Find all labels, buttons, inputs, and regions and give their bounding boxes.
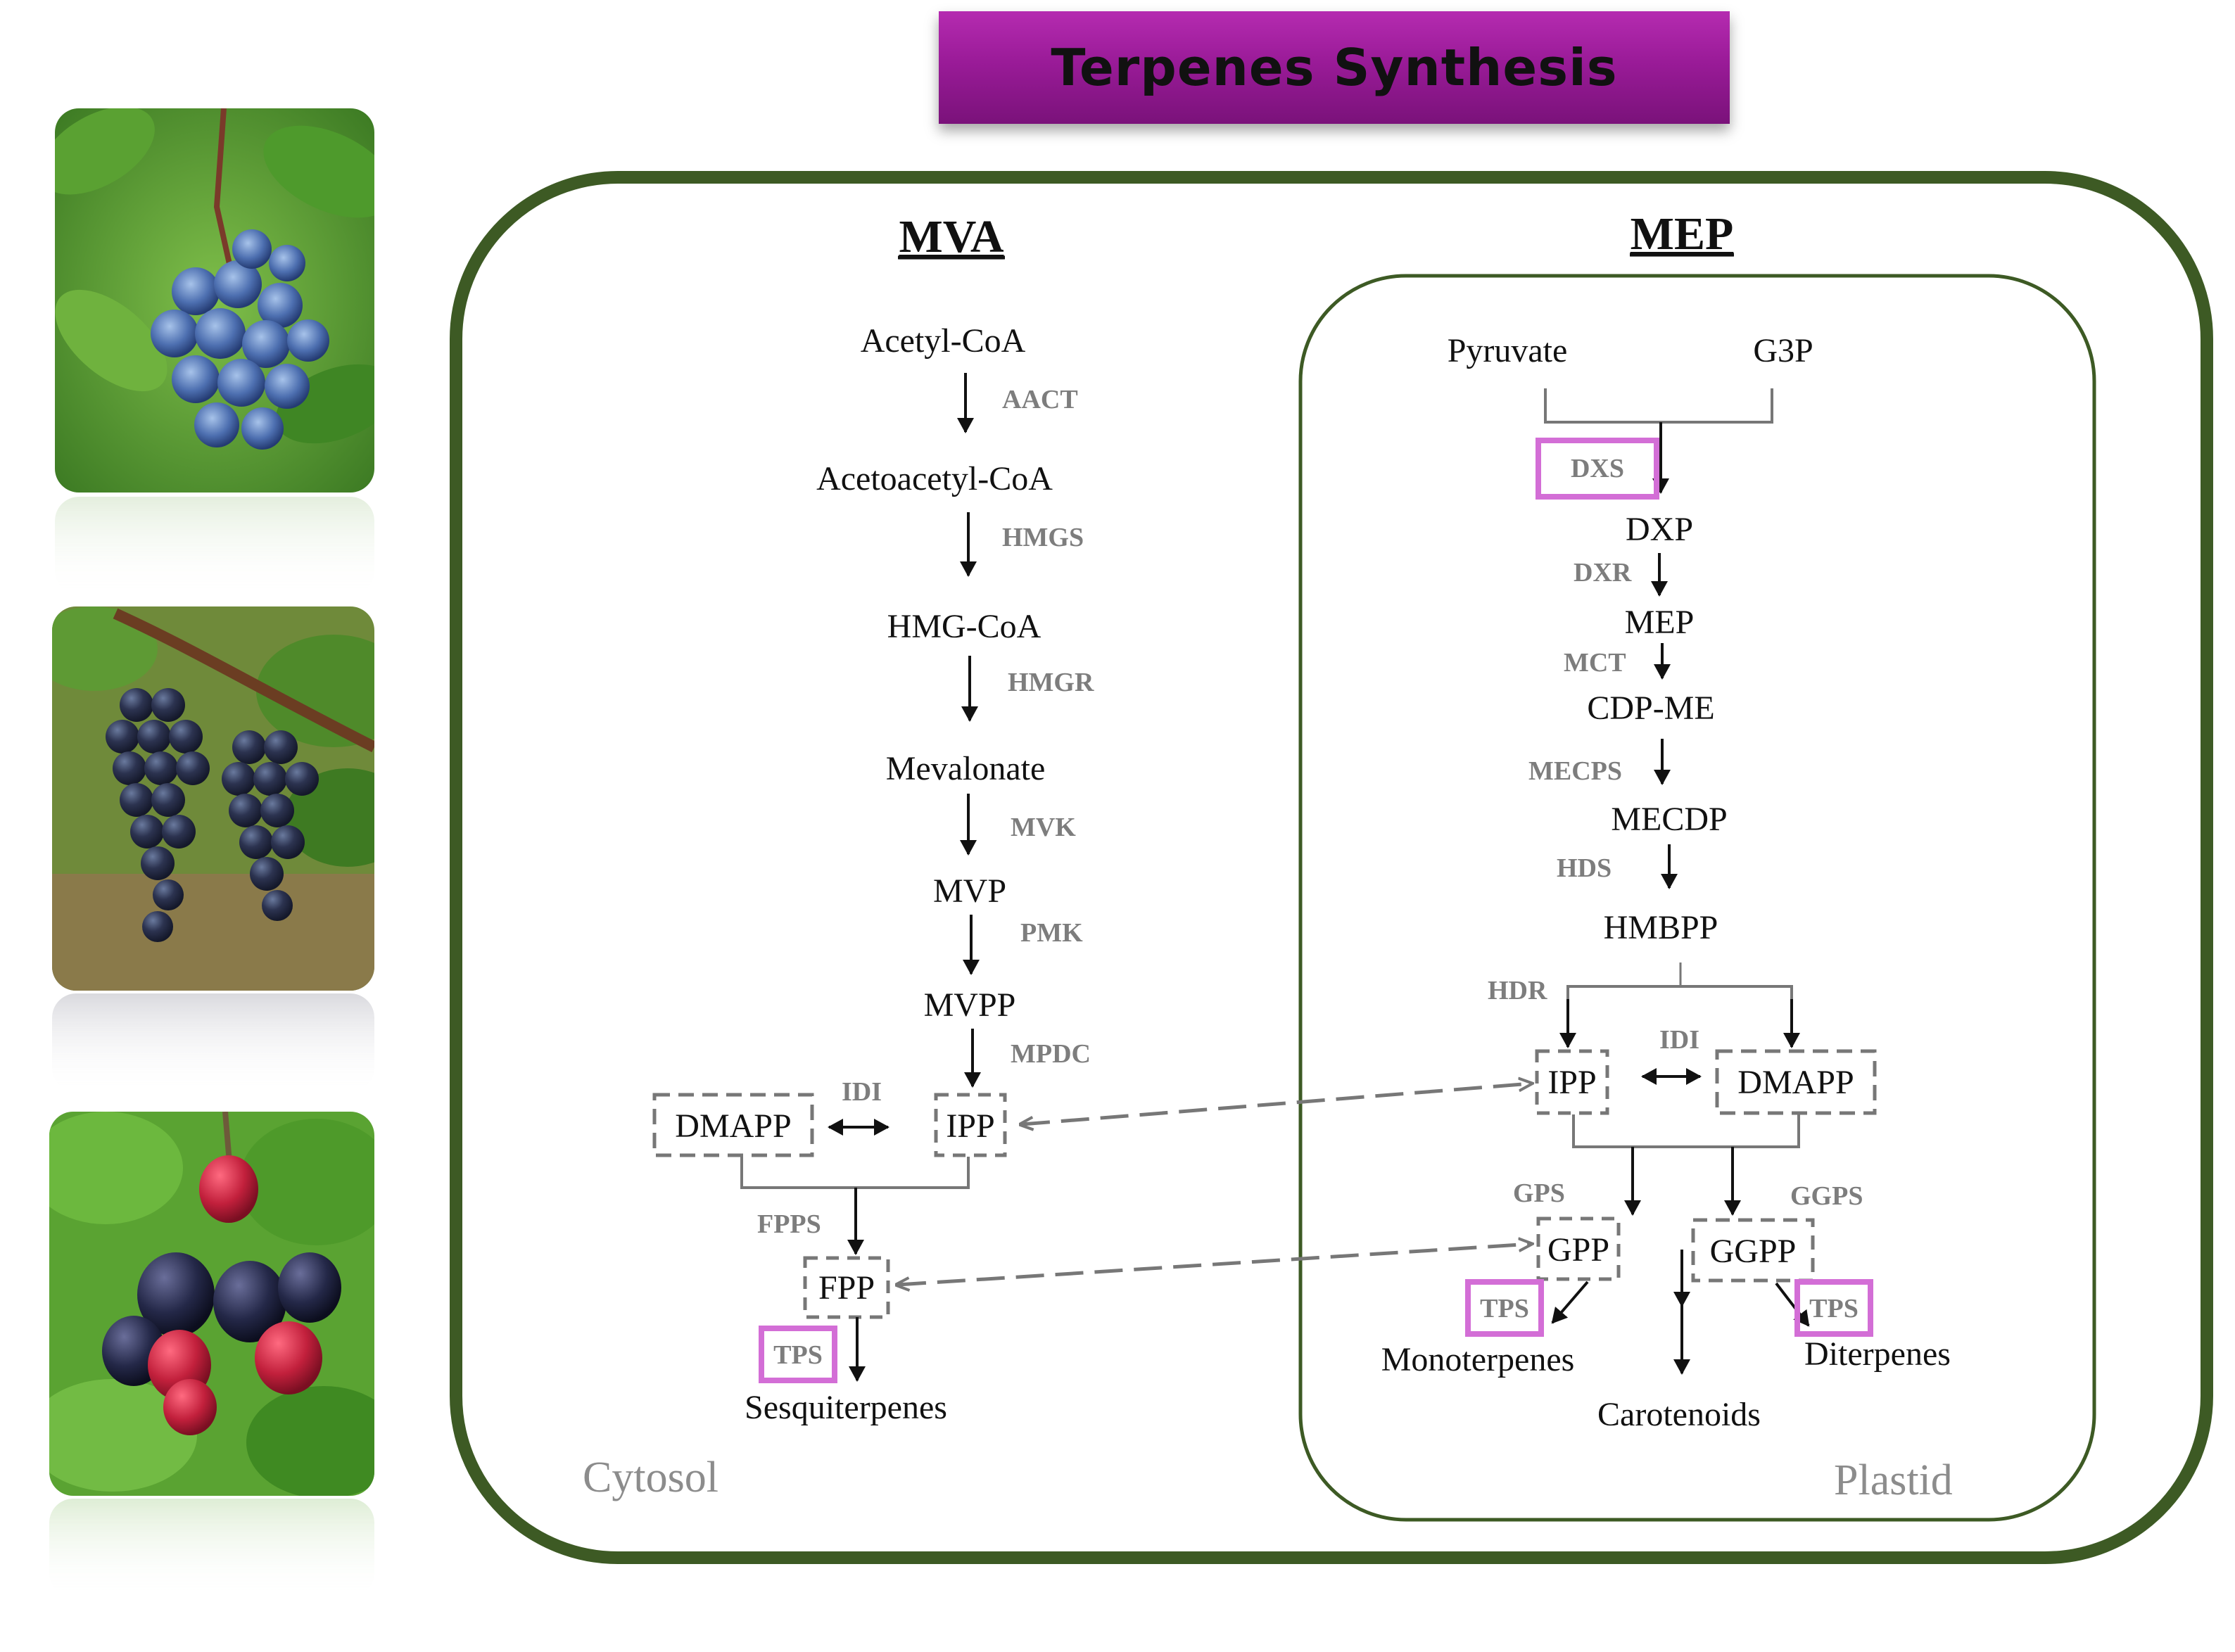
mva-fpp: FPP <box>818 1269 875 1307</box>
mva-tps: TPS <box>773 1340 823 1370</box>
mep-gpp: GPP <box>1547 1231 1609 1269</box>
photo-grapes <box>52 606 374 991</box>
photo-grapes-reflection <box>52 993 374 1092</box>
mva-mpdc: MPDC <box>1011 1039 1091 1069</box>
mep-hdr: HDR <box>1488 976 1547 1005</box>
mep-carotenoids: Carotenoids <box>1597 1396 1761 1433</box>
photo-blueberries <box>55 108 374 493</box>
mva-hmgs: HMGS <box>1002 523 1084 552</box>
mva-acetoacetyl-coa: Acetoacetyl-CoA <box>816 460 1053 497</box>
mep-ipp-box <box>1535 1049 1609 1115</box>
mep-ggpp: GGPP <box>1710 1233 1797 1270</box>
fpp-gpp-exchange-arrow <box>898 1244 1531 1285</box>
mva-dmapp-box <box>652 1093 814 1157</box>
mva-fpp-box <box>803 1256 890 1319</box>
mep-pyruvate: Pyruvate <box>1448 332 1568 369</box>
mva-acetyl-coa: Acetyl-CoA <box>861 322 1026 360</box>
mva-mvp: MVP <box>933 872 1006 910</box>
mva-fpps: FPPS <box>757 1209 821 1239</box>
photo-blueberries-reflection <box>55 497 374 595</box>
mep-tps-di-box <box>1794 1279 1873 1337</box>
mep-g3p: G3P <box>1753 332 1813 369</box>
mva-hmg-coa: HMG-CoA <box>887 608 1041 645</box>
mep-ipp: IPP <box>1547 1064 1596 1101</box>
mva-mevalonate: Mevalonate <box>886 750 1046 787</box>
mep-monoterpenes: Monoterpenes <box>1381 1341 1575 1378</box>
mva-aact: AACT <box>1002 385 1078 414</box>
mep-mct: MCT <box>1564 648 1626 678</box>
mep-idi: IDI <box>1659 1025 1699 1055</box>
plastid-label: Plastid <box>1834 1456 1953 1504</box>
mva-mvk: MVK <box>1011 813 1076 842</box>
mep-mecdp: MECDP <box>1611 801 1727 838</box>
mep-dxs: DXS <box>1571 454 1624 483</box>
mep-dxr: DXR <box>1574 558 1632 587</box>
mep-dmapp-box <box>1715 1049 1877 1115</box>
cytosol-label: Cytosol <box>583 1454 718 1501</box>
mep-dxp: DXP <box>1626 511 1693 548</box>
mva-tps-box <box>759 1326 837 1383</box>
mep-dmapp: DMAPP <box>1737 1064 1854 1101</box>
mva-dmapp: DMAPP <box>675 1107 791 1145</box>
mep-header: MEP <box>1631 208 1734 260</box>
mva-idi: IDI <box>842 1077 882 1107</box>
title-banner: Terpenes Synthesis <box>939 11 1730 124</box>
mep-hmbpp: HMBPP <box>1604 909 1718 946</box>
photo-raspberries-reflection <box>49 1499 374 1597</box>
mep-mep: MEP <box>1625 604 1695 641</box>
mep-mecps: MECPS <box>1528 756 1622 786</box>
mep-diterpenes: Diterpenes <box>1804 1335 1951 1373</box>
diagram-title: Terpenes Synthesis <box>1051 38 1618 97</box>
mep-gpp-box <box>1536 1216 1621 1281</box>
mva-pmk: PMK <box>1020 918 1083 948</box>
mep-gps: GPS <box>1513 1178 1565 1208</box>
cell-border <box>450 171 2213 1564</box>
mep-hds: HDS <box>1557 853 1612 883</box>
ipp-exchange-arrow <box>1022 1084 1531 1124</box>
mva-sesquiterpenes: Sesquiterpenes <box>745 1389 947 1426</box>
mep-tps-mono: TPS <box>1480 1294 1529 1323</box>
mva-ipp: IPP <box>946 1107 994 1145</box>
mep-cdp-me: CDP-ME <box>1587 690 1714 727</box>
mep-tps-di: TPS <box>1809 1294 1859 1323</box>
mep-ggps: GGPS <box>1790 1181 1863 1211</box>
mep-dxs-box <box>1536 438 1659 500</box>
photo-raspberries <box>49 1112 374 1496</box>
plastid-border <box>1298 274 2096 1522</box>
mva-header: MVA <box>899 211 1003 262</box>
mva-mvpp: MVPP <box>924 986 1016 1024</box>
mva-hmgr: HMGR <box>1008 668 1094 697</box>
